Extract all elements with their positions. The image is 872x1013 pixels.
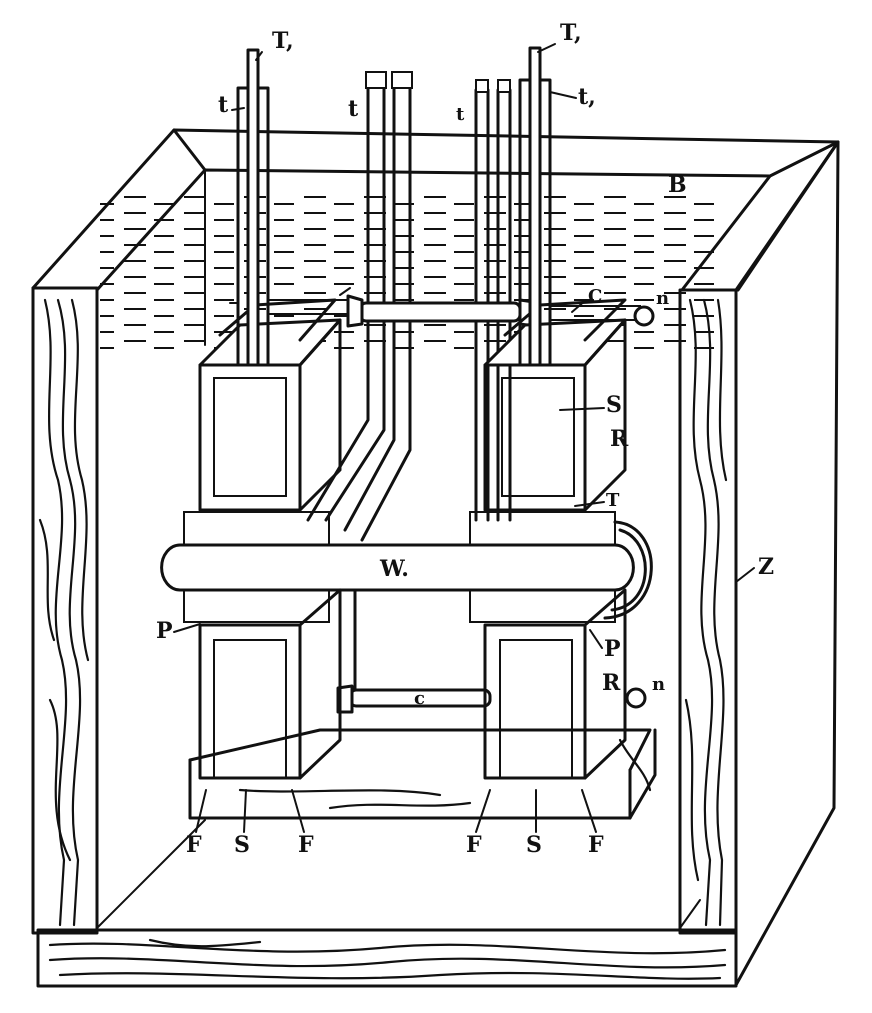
label-F1: F <box>186 832 202 858</box>
label-n-lower: n <box>652 674 665 695</box>
primary-coils-lower <box>183 587 616 623</box>
label-T1-left: T, <box>272 28 294 54</box>
label-P-left: P <box>156 618 173 644</box>
lower-rod <box>336 684 647 714</box>
label-n-top: n <box>656 288 669 309</box>
label-t-left: t <box>218 92 229 118</box>
label-F4: F <box>588 832 604 858</box>
primary-coils-upper <box>183 511 616 547</box>
label-S-upper: S <box>606 392 622 418</box>
label-Z: Z <box>758 554 774 580</box>
label-T-upper: T <box>606 490 620 511</box>
label-T1-right: T, <box>560 20 582 46</box>
label-P-right: P <box>604 636 621 662</box>
diagram-labels: T, T, t t, t t B C n S R T W. Z P P R n … <box>156 20 774 858</box>
label-S2: S <box>526 832 542 858</box>
label-B: B <box>668 172 687 198</box>
label-F2: F <box>298 832 314 858</box>
wood-grain-bottom <box>48 938 727 980</box>
wood-grain-left <box>38 298 90 927</box>
tank-box <box>31 128 840 988</box>
upper-left-coil <box>198 287 351 512</box>
right-terminal-rods <box>518 46 552 367</box>
label-R-lower: R <box>602 670 621 696</box>
label-S1: S <box>234 832 250 858</box>
left-terminal-rods <box>236 48 270 367</box>
label-t-mid: t <box>348 96 359 122</box>
label-R-upper: R <box>610 426 629 452</box>
lower-left-coil <box>198 588 342 780</box>
wood-grain-right <box>684 298 728 927</box>
label-C-top: C <box>588 286 602 307</box>
lower-right-coil <box>483 588 627 780</box>
middle-tubes <box>306 71 413 702</box>
label-t-mid2: t <box>456 104 465 125</box>
leader-lines <box>173 43 755 833</box>
label-F3: F <box>466 832 482 858</box>
label-C-lower: c <box>414 688 425 709</box>
label-t1-right: t, <box>578 84 596 110</box>
label-W: W. <box>379 556 409 582</box>
